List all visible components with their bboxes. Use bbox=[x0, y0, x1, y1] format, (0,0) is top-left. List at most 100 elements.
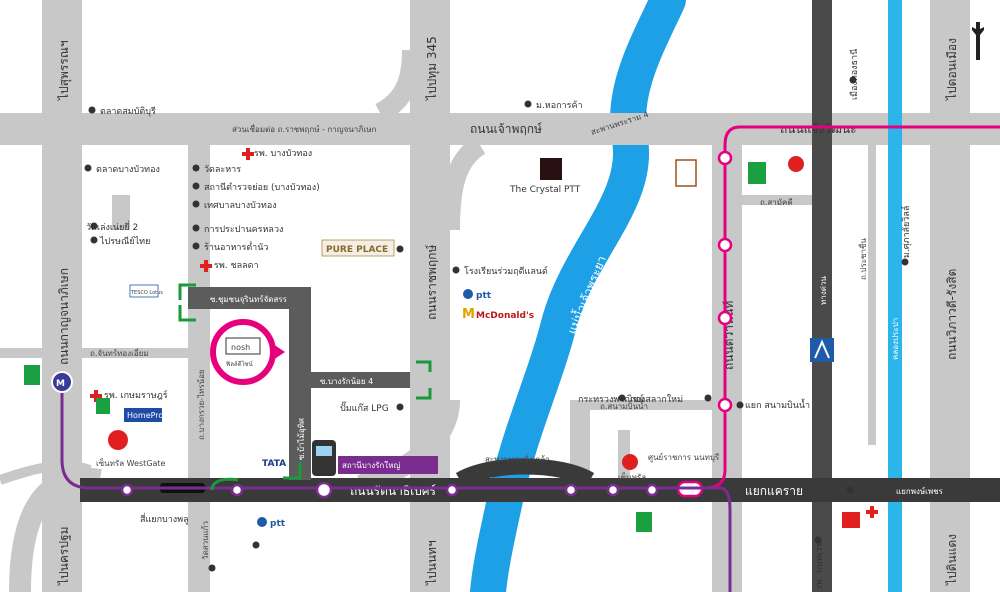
place-rs-bangbuathong: รพ. บางบัวทอง bbox=[254, 149, 312, 159]
project-logo-box bbox=[225, 337, 261, 355]
place-rs-chonlada: รพ. ชลลดา bbox=[214, 261, 259, 271]
road-sanambinnam bbox=[570, 400, 712, 410]
dot-icon bbox=[704, 394, 712, 402]
station-label-bg bbox=[338, 456, 438, 474]
arrow-icon bbox=[283, 462, 302, 480]
place-wat-lahan: วัดละหาร bbox=[204, 165, 241, 175]
place-post: ไปรษณีย์ไทย bbox=[99, 235, 150, 247]
canal-label: คลองประปา bbox=[891, 318, 900, 360]
dot-icon bbox=[192, 200, 200, 208]
road-samakkhi bbox=[742, 195, 812, 205]
interchange-top-345b bbox=[440, 136, 486, 231]
dot-icon bbox=[192, 242, 200, 250]
place-restaurant: ร้านอาหารต่ำนัว bbox=[204, 240, 268, 253]
ptt-text-2: ptt bbox=[270, 519, 286, 529]
major-logo bbox=[675, 159, 697, 187]
hospital-icon bbox=[90, 390, 102, 402]
dot-icon bbox=[396, 245, 404, 253]
pink-station bbox=[717, 150, 733, 166]
yaek-khae-rai-label: แยกแคราย bbox=[745, 484, 803, 498]
soi-chumchon-label: ซ.ชุมชนจุรินทร์จัดสรร bbox=[210, 294, 288, 304]
prachachuen-label: ถ.ประชาชื่น bbox=[857, 238, 868, 280]
purple-station bbox=[564, 483, 578, 497]
project-logo-text: nosh bbox=[231, 343, 250, 352]
place-tessaban: เทศบาลบางบัวทอง bbox=[204, 201, 277, 211]
airplane-icon bbox=[972, 22, 984, 60]
place-hospital-kasem: รพ. เกษมราษฎร์ bbox=[104, 389, 168, 401]
road-prachachuen bbox=[868, 145, 876, 445]
mcd-text: McDonald's bbox=[476, 311, 534, 321]
arrow-icon bbox=[178, 305, 196, 322]
to-suphanburi-label: ไปสุพรรณฯ bbox=[57, 40, 72, 101]
hospital-icon bbox=[200, 260, 212, 272]
place-lottery: กองสลากใหม่ bbox=[630, 394, 683, 405]
hospital-icon bbox=[242, 148, 254, 160]
crystal-logo bbox=[540, 158, 562, 180]
road-top-label: ถนนเจ้าพฤกษ์ bbox=[470, 122, 542, 136]
bigc-logo-1 bbox=[748, 162, 766, 184]
ptt-logo bbox=[463, 289, 473, 299]
ratthanathibet-label: ถนนรัตนาธิเบศร์ bbox=[350, 484, 437, 498]
place-lpg: ปั๊มแก๊ส LPG bbox=[340, 401, 389, 414]
dot-icon bbox=[192, 224, 200, 232]
interchange-top-345 bbox=[374, 49, 422, 122]
homepro-text: HomePro bbox=[127, 411, 163, 420]
dot-icon bbox=[618, 394, 626, 402]
dot-icon bbox=[192, 164, 200, 172]
sanambinnam-label: ถ.สนามบินน้ำ bbox=[600, 400, 648, 411]
pink-station bbox=[717, 397, 733, 413]
place-rs-nonthavej: รพ. นนทเวช bbox=[815, 541, 825, 590]
central-r-text: เซ็นทรัล bbox=[618, 472, 646, 482]
metro-m-label: M bbox=[56, 379, 65, 389]
bridge-nonthaburi bbox=[455, 458, 595, 488]
chaengwattana-label: ถนนแจ้งวัฒนะ bbox=[780, 122, 857, 136]
dot-icon bbox=[90, 222, 98, 230]
hospital-icon bbox=[866, 506, 878, 518]
samakkhi-label: ถ.สามัคคี bbox=[760, 198, 793, 207]
nonthaburi-center-text: ศูนย์ราชการ นนทบุรี bbox=[648, 452, 720, 463]
place-mueang-thong: เมืองทองธานี bbox=[849, 49, 860, 100]
kanchanaphisek-label: ถนนกาญจนาภิเษก bbox=[57, 268, 71, 365]
dot-icon bbox=[90, 236, 98, 244]
tesco-logo bbox=[129, 284, 159, 298]
purple-station bbox=[445, 483, 459, 497]
expressway-icon bbox=[814, 339, 830, 359]
project-logo-sub: ฟิลล์ดีไซน์ bbox=[226, 360, 253, 368]
to-pathum-label: ไปปทุม 345 bbox=[425, 36, 440, 101]
dot-icon bbox=[814, 536, 822, 544]
purple-line-stations bbox=[120, 481, 659, 499]
dot-icon bbox=[84, 164, 92, 172]
dot-icon bbox=[901, 258, 909, 266]
tata-text: TATA bbox=[262, 459, 286, 469]
sam-yaek-bangphlu-label: สี่แยกบางพลู bbox=[140, 512, 189, 525]
road-tiwanon bbox=[712, 130, 742, 592]
pink-station bbox=[717, 237, 733, 253]
place-dots bbox=[84, 76, 909, 572]
dot-icon bbox=[208, 564, 216, 572]
train-window bbox=[316, 446, 332, 456]
place-police: สถานีตำรวจย่อย (บางบัวทอง) bbox=[204, 182, 320, 193]
purple-station bbox=[645, 483, 659, 497]
place-pea: การประปานครหลวง bbox=[204, 225, 283, 235]
arrow-icon bbox=[178, 283, 196, 300]
to-din-daeng-label: ไปดินแดง bbox=[945, 534, 959, 586]
yaek-sanambinnam-label: แยก สนามบินน้ำ bbox=[745, 398, 810, 411]
interchange-ring-left bbox=[0, 460, 92, 485]
place-moobaan: ม.ศุภาลัยวิลล์ bbox=[900, 206, 912, 258]
soi-bamai-label: ซ.บ้าไม้อุทิศ bbox=[297, 418, 306, 460]
soi-chan-label: ถ.จันทร์ทองเอี่ยม bbox=[90, 347, 149, 358]
pure-place-logo bbox=[321, 239, 395, 257]
station-label: สถานีบางรักใหญ่ bbox=[342, 461, 400, 470]
road-side-left bbox=[0, 348, 190, 358]
wiphawadi-label: ถนนวิภาวดี-รังสิต bbox=[945, 269, 959, 360]
arrow-icon bbox=[210, 477, 239, 491]
soi-bangrak-label: ซ.บางรักน้อย 4 bbox=[320, 377, 373, 386]
pink-station bbox=[717, 310, 733, 326]
pure-place-text: PURE PLACE bbox=[326, 245, 388, 255]
bridge-nonthaburi-label: สะพานพระนั่งเกล้า bbox=[485, 453, 550, 464]
hospital-icons bbox=[90, 148, 878, 518]
tata-logo bbox=[262, 445, 288, 457]
expressway-label: ทางด่วน bbox=[819, 276, 828, 305]
bang-kruai-label: ถ.บางกรวย-ไทรน้อย bbox=[197, 369, 206, 440]
